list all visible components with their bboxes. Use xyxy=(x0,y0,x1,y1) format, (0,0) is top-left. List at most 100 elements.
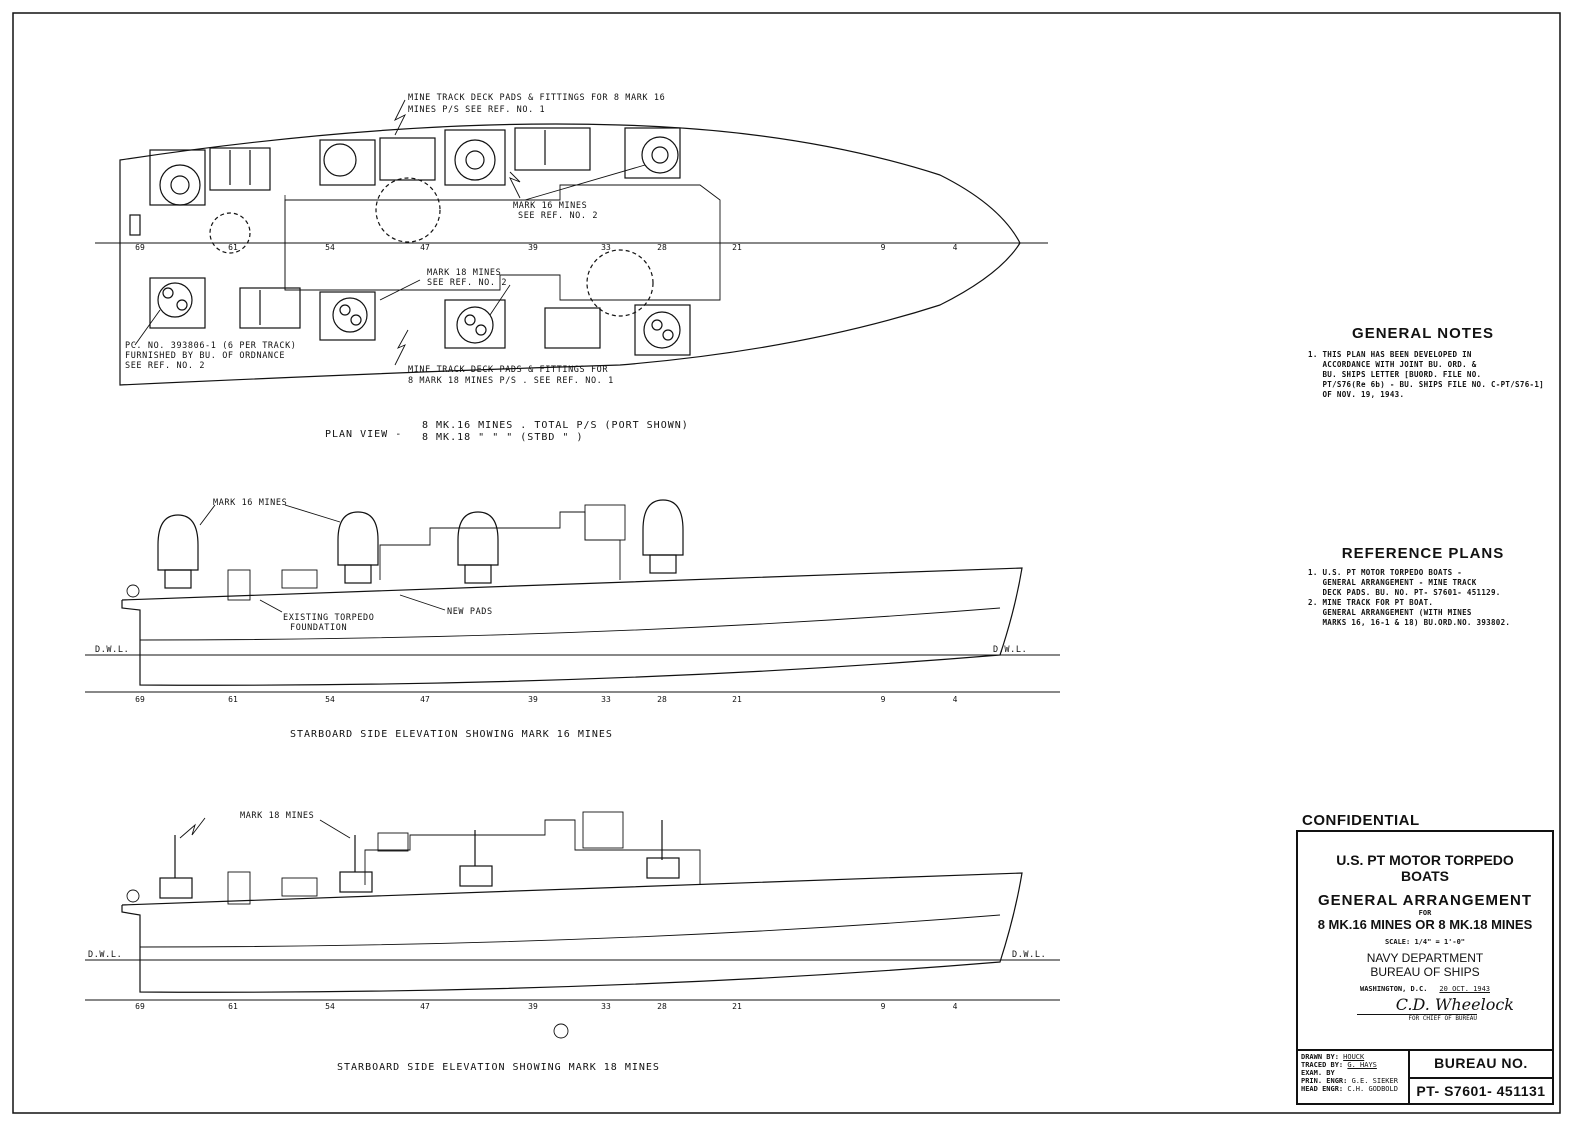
elev16-frame-33: 33 xyxy=(601,695,611,704)
elev18-dwl-right: D.W.L. xyxy=(1012,950,1046,960)
elev16-frame-28: 28 xyxy=(657,695,667,704)
elev16-frame-47: 47 xyxy=(420,695,430,704)
elev18-frame-28: 28 xyxy=(657,1002,667,1011)
elev18-frame-54: 54 xyxy=(325,1002,335,1011)
classification: CONFIDENTIAL xyxy=(1302,812,1420,829)
tb-head: C.H. GODBOLD xyxy=(1347,1085,1398,1093)
tb-date: 20 OCT. 1943 xyxy=(1439,985,1490,993)
elev16-frame-39: 39 xyxy=(528,695,538,704)
plan-view xyxy=(95,99,1048,386)
drawing-symbol xyxy=(553,1023,569,1039)
elev16-frame-4: 4 xyxy=(953,695,958,704)
callout-mk18-mines-2: SEE REF. NO. 2 xyxy=(427,278,507,288)
elev18-frame-47: 47 xyxy=(420,1002,430,1011)
sheet-border xyxy=(12,12,1561,1114)
tb-dept1: NAVY DEPARTMENT xyxy=(1366,951,1484,965)
elev16-frame-61: 61 xyxy=(228,695,238,704)
tb-place: WASHINGTON, D.C. xyxy=(1359,985,1428,993)
elev18-frame-21: 21 xyxy=(732,1002,742,1011)
plan-frame-21: 21 xyxy=(732,243,742,252)
reference-plan-line: 2. MINE TRACK FOR PT BOAT. xyxy=(1308,598,1434,607)
callout-mk16-mines-1: MARK 16 MINES xyxy=(513,201,587,211)
callout-pc-2: FURNISHED BY BU. OF ORDNANCE xyxy=(125,351,285,361)
mk16-mine xyxy=(157,514,199,589)
plan-frame-47: 47 xyxy=(420,243,430,252)
tb-exam-label: EXAM. BY xyxy=(1301,1069,1335,1077)
elev16-callout-mines: MARK 16 MINES xyxy=(213,498,287,508)
callout-mk16-mines-2: SEE REF. NO. 2 xyxy=(518,211,598,221)
elev18-frame-4: 4 xyxy=(953,1002,958,1011)
tb-line4: FOR xyxy=(1418,909,1432,917)
mk18-mine xyxy=(646,820,680,879)
tb-dept2: BUREAU OF SHIPS xyxy=(1370,965,1480,979)
callout-mk16-pads-1: MINE TRACK DECK PADS & FITTINGS FOR 8 MA… xyxy=(408,93,665,103)
plan-frame-54: 54 xyxy=(325,243,335,252)
turret-circle xyxy=(209,212,251,254)
general-note-line: OF NOV. 19, 1943. xyxy=(1308,390,1405,399)
tb-traced: G. HAYS xyxy=(1347,1061,1377,1069)
reference-plan-line: GENERAL ARRANGEMENT (WITH MINES xyxy=(1308,608,1472,617)
reference-plans-lines: 1. U.S. PT MOTOR TORPEDO BOATS - GENERAL… xyxy=(1308,568,1548,628)
general-note-line: ACCORDANCE WITH JOINT BU. ORD. & xyxy=(1308,360,1477,369)
plan-caption-line2: 8 MK.18 " " " (STBD " ) xyxy=(422,432,583,443)
elev18-hull xyxy=(121,872,1023,993)
tb-bureau-label: BUREAU NO. xyxy=(1410,1051,1552,1079)
tb-bottom: DRAWN BY: HOUCK TRACED BY: G. HAYS EXAM.… xyxy=(1298,1049,1552,1103)
plan-frame-33: 33 xyxy=(601,243,611,252)
tb-drawn-label: DRAWN BY: xyxy=(1301,1053,1339,1061)
mk18-mine xyxy=(159,835,193,899)
reference-plan-line: DECK PADS. BU. NO. PT- S7601- 451129. xyxy=(1308,588,1501,597)
reference-plan-line: MARKS 16, 16-1 & 18) BU.ORD.NO. 393802. xyxy=(1308,618,1511,627)
tb-place-row: WASHINGTON, D.C. 20 OCT. 1943 xyxy=(1298,985,1552,993)
plan-frame-9: 9 xyxy=(881,243,886,252)
tb-signoffs: DRAWN BY: HOUCK TRACED BY: G. HAYS EXAM.… xyxy=(1298,1051,1410,1103)
elev18-frame-9: 9 xyxy=(881,1002,886,1011)
elev16-dwl-left: D.W.L. xyxy=(95,645,129,655)
tb-bureau-no: PT- S7601- 451131 xyxy=(1416,1083,1546,1099)
elev16-callout-foundation-1: EXISTING TORPEDO xyxy=(283,613,374,623)
elev18-frame-33: 33 xyxy=(601,1002,611,1011)
tb-drawn: HOUCK xyxy=(1343,1053,1365,1061)
callout-mk18-mines-1: MARK 18 MINES xyxy=(427,268,501,278)
elev18-dwl-left: D.W.L. xyxy=(88,950,122,960)
elev16-callout-foundation-2: FOUNDATION xyxy=(290,623,347,633)
elevation-mk18 xyxy=(85,811,1060,1039)
tb-prin-label: PRIN. ENGR: xyxy=(1301,1077,1348,1085)
elev18-callout-mines: MARK 18 MINES xyxy=(240,811,314,821)
general-note-line: BU. SHIPS LETTER [BUORD. FILE NO. xyxy=(1308,370,1482,379)
elev16-dwl-right: D.W.L. xyxy=(993,645,1027,655)
elev16-frame-21: 21 xyxy=(732,695,742,704)
general-note-line: PT/S76(Re 6b) - BU. SHIPS FILE NO. C-PT/… xyxy=(1308,380,1544,389)
turret-circle xyxy=(375,177,441,243)
mk18-mine xyxy=(459,830,493,887)
callout-mk18-pads-2: 8 MARK 18 MINES P/S . SEE REF. NO. 1 xyxy=(408,376,614,386)
general-notes: GENERAL NOTES 1. THIS PLAN HAS BEEN DEVE… xyxy=(1308,325,1548,400)
cabin-outline xyxy=(284,184,721,301)
callout-pc-3: SEE REF. NO. 2 xyxy=(125,361,205,371)
elev18-frame-69: 69 xyxy=(135,1002,145,1011)
elev18-frame-61: 61 xyxy=(228,1002,238,1011)
tb-for-chief: FOR CHIEF OF BUREAU xyxy=(1357,1014,1477,1022)
title-block: U.S. PT MOTOR TORPEDO BOATS GENERAL ARRA… xyxy=(1296,830,1554,1105)
elev16-caption: STARBOARD SIDE ELEVATION SHOWING MARK 16… xyxy=(290,729,613,740)
mk18-mine xyxy=(339,835,373,893)
mk18-mines-stbd xyxy=(149,277,691,356)
general-note-line: 1. THIS PLAN HAS BEEN DEVELOPED IN xyxy=(1308,350,1472,359)
general-notes-lines: 1. THIS PLAN HAS BEEN DEVELOPED IN ACCOR… xyxy=(1308,350,1548,400)
elev16-hull xyxy=(121,567,1023,686)
tb-line3: GENERAL ARRANGEMENT xyxy=(1317,892,1532,909)
callout-pc-1: PC. NO. 393806-1 (6 PER TRACK) xyxy=(125,341,297,351)
turret-circle xyxy=(586,249,654,317)
mk16-mine xyxy=(457,511,499,584)
callout-mk16-pads-2: MINES P/S SEE REF. NO. 1 xyxy=(408,105,545,115)
plan-frame-69: 69 xyxy=(135,243,145,252)
reference-plans: REFERENCE PLANS 1. U.S. PT MOTOR TORPEDO… xyxy=(1308,545,1548,628)
reference-plan-line: GENERAL ARRANGEMENT - MINE TRACK xyxy=(1308,578,1477,587)
plan-hull-stbd xyxy=(119,242,1021,386)
elev16-callout-pads: NEW PADS xyxy=(447,607,493,617)
general-notes-title: GENERAL NOTES xyxy=(1352,325,1494,342)
tb-line5: 8 MK.16 MINES OR 8 MK.18 MINES xyxy=(1317,917,1533,932)
mk16-mines-port xyxy=(129,127,681,236)
